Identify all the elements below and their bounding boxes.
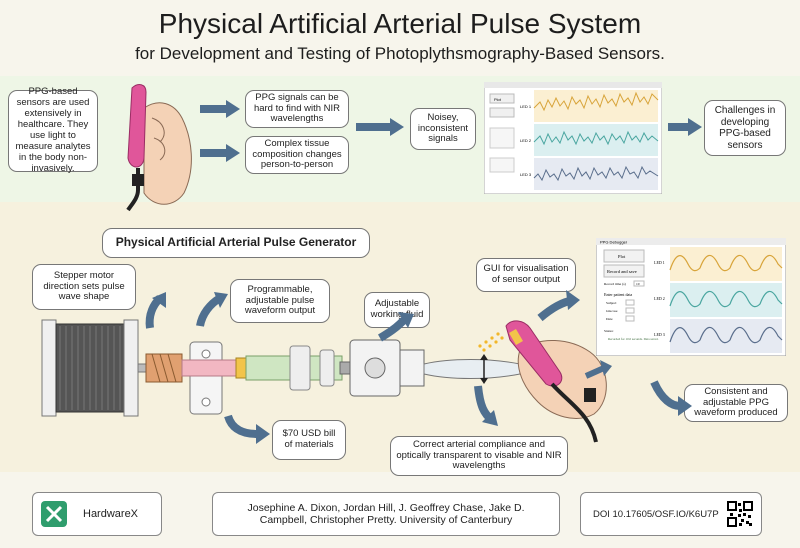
gui-led1-label: LED 1 [654, 260, 665, 265]
noisy-signal-screenshot: Plot LED 1 LED 2 LED 3 [484, 82, 662, 194]
pulse-generator-apparatus [41, 290, 692, 444]
arrow-right-icon [200, 144, 240, 162]
gui-window: PPG Debugger Plot Record and save Record… [596, 238, 786, 356]
intro-box: PPG-based sensors are used extensively i… [8, 86, 98, 174]
ppg-output-box: Consistent and adjustable PPG waveform p… [684, 384, 788, 422]
gui-date-input[interactable] [625, 315, 635, 322]
gui-patient-header: Enter patient data [604, 292, 632, 297]
stepper-motor-box: Stepper motor direction sets pulse wave … [32, 264, 136, 310]
gui-box: GUI for visualisation of sensor output [476, 258, 576, 292]
arrow-right-icon [668, 118, 702, 136]
gui-status-label: Status: [604, 329, 614, 333]
subtitle: for Development and Testing of Photoplyt… [135, 44, 665, 63]
working-fluid-box: Adjustable working fluid [364, 292, 430, 328]
gui-led3-plot [670, 319, 782, 353]
mini-led1-label: LED 1 [520, 104, 532, 109]
title: Physical Artificial Arterial Pulse Syste… [158, 8, 642, 39]
gui-led3-waveform [669, 326, 783, 344]
hand-sensor-illustration [126, 84, 192, 212]
arrow-right-icon [356, 118, 404, 136]
gui-status-text: Recorded for 10.0 seconds. Data saved. [608, 337, 659, 341]
doi-text: DOI 10.17605/OSF.IO/K6U7P [593, 508, 719, 520]
gui-led1-waveform [669, 254, 783, 272]
gui-patient-glucose-label: Glucose [606, 309, 618, 313]
hardwarex-logo-icon [41, 501, 67, 527]
gui-led1-plot [670, 247, 782, 281]
mini-plot-button-label: Plot [494, 97, 502, 102]
gui-window-title: PPG Debugger [600, 240, 628, 245]
gui-record-time-label: Record time (s) [604, 282, 627, 286]
gui-record-time-input[interactable] [633, 280, 645, 287]
mini-led2-label: LED 2 [520, 138, 532, 143]
compliance-box: Correct arterial compliance and opticall… [390, 436, 568, 476]
authors-box: Josephine A. Dixon, Jordan Hill, J. Geof… [212, 492, 560, 536]
gui-plot-button[interactable] [603, 249, 645, 263]
cost-box: $70 USD bill of materials [272, 420, 346, 460]
journal-box: HardwareX [32, 492, 162, 536]
gui-subject-input[interactable] [625, 299, 635, 306]
gui-record-time-value: 10 [636, 282, 640, 286]
mini-led3-label: LED 3 [520, 172, 532, 177]
qr-code-icon [726, 501, 753, 527]
gui-led3-label: LED 3 [654, 332, 665, 337]
issue-nir-box: PPG signals can be hard to find with NIR… [245, 90, 349, 128]
gui-patient-subject-label: Subject [606, 301, 617, 305]
gui-record-button[interactable] [603, 264, 645, 278]
issue-tissue-box: Complex tissue composition changes perso… [245, 136, 349, 174]
gui-glucose-input[interactable] [625, 307, 635, 314]
gui-led2-label: LED 2 [654, 296, 665, 301]
journal-name: HardwareX [83, 508, 139, 520]
gui-record-button-label: Record and save [607, 269, 637, 274]
doi-box: DOI 10.17605/OSF.IO/K6U7P [580, 492, 762, 536]
gui-led2-plot [670, 283, 782, 317]
noisy-signals-box: Noisey, inconsistent signals [410, 108, 476, 150]
generator-title: Physical Artificial Arterial Pulse Gener… [102, 228, 370, 258]
gui-patient-date-label: Date [606, 317, 613, 321]
arrow-right-icon [200, 100, 240, 118]
waveform-box: Programmable, adjustable pulse waveform … [230, 279, 330, 323]
gui-plot-button-label: Plot [618, 254, 626, 259]
gui-led2-waveform [669, 290, 783, 308]
challenges-box: Challenges in developing PPG-based senso… [704, 100, 786, 156]
